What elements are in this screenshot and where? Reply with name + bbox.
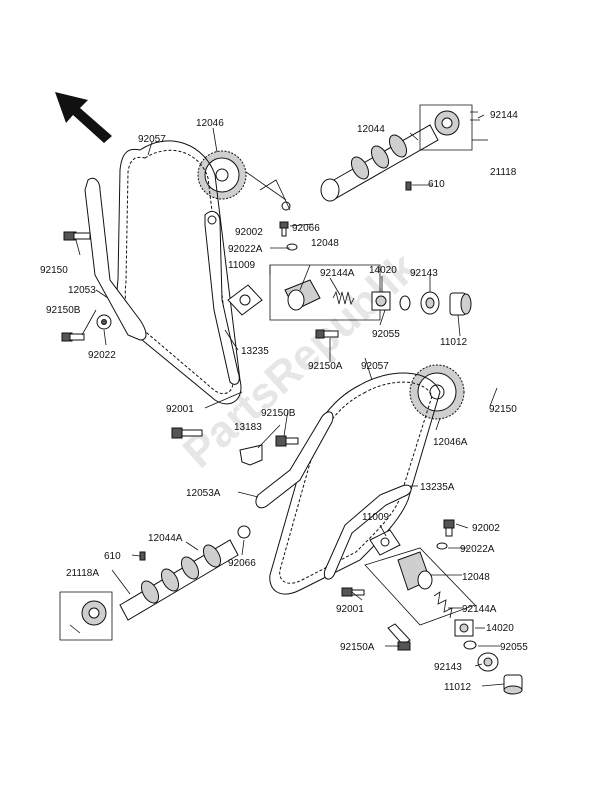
bolt-92150B-mid xyxy=(275,435,299,447)
bracket-13183 xyxy=(239,444,263,466)
label-12048: 12048 xyxy=(311,238,339,249)
cap-14020-upper xyxy=(371,291,391,311)
gasket-11009-upper xyxy=(227,284,263,316)
label-92150: 92150 xyxy=(40,265,68,276)
camshaft-lower xyxy=(119,539,239,621)
label-92144A: 92144A xyxy=(320,268,355,279)
gasket-11009-lower xyxy=(369,529,401,556)
tensioner-guide-lower xyxy=(323,484,412,580)
bolt-92150A-upper xyxy=(315,329,339,339)
label-92057-lower: 92057 xyxy=(361,361,389,372)
bolt-92002-lower xyxy=(443,519,455,537)
ball-92066 xyxy=(281,201,291,211)
label-92066-lower: 92066 xyxy=(228,558,256,569)
label-12044: 12044 xyxy=(357,124,385,135)
label-92143: 92143 xyxy=(410,268,438,279)
direction-arrow-icon xyxy=(55,92,112,143)
label-92002: 92002 xyxy=(235,227,263,238)
tensioner-lower xyxy=(397,551,433,591)
dowel-pin-upper xyxy=(405,181,412,191)
cap-11012-upper xyxy=(449,292,472,316)
label-92143-lower: 92143 xyxy=(434,662,462,673)
label-12046: 12046 xyxy=(196,118,224,129)
label-92022A: 92022A xyxy=(228,244,263,255)
ball-92066-lower xyxy=(237,525,251,539)
label-92001-lower: 92001 xyxy=(336,604,364,615)
cap-14020-lower xyxy=(454,619,474,637)
label-92066: 92066 xyxy=(292,223,320,234)
label-12053A: 12053A xyxy=(186,488,221,499)
label-92055-lower: 92055 xyxy=(500,642,528,653)
label-92001: 92001 xyxy=(166,404,194,415)
bolt-92150-upper xyxy=(63,231,91,241)
label-11012-lower: 11012 xyxy=(444,682,472,693)
label-14020-lower: 14020 xyxy=(486,623,514,634)
label-14020: 14020 xyxy=(369,265,397,276)
label-610: 610 xyxy=(428,179,445,190)
spring-92144A-upper xyxy=(332,290,355,306)
label-12048-lower: 12048 xyxy=(462,572,490,583)
cap-11012-lower xyxy=(503,674,523,695)
washer-92022A-lower xyxy=(436,542,448,550)
label-92150B-mid: 92150B xyxy=(261,408,296,419)
label-21118: 21118 xyxy=(490,167,517,178)
label-12044A: 12044A xyxy=(148,533,183,544)
label-13235: 13235 xyxy=(241,346,269,357)
cam-chain-upper xyxy=(116,140,242,405)
chain-guide-upper xyxy=(84,177,147,341)
label-92150A: 92150A xyxy=(308,361,343,372)
collar-92143-lower xyxy=(477,652,499,672)
o-ring-92055-lower xyxy=(463,640,477,650)
collar-92143-upper xyxy=(420,291,440,315)
leader-lines xyxy=(75,114,505,687)
label-92144A-lower: 92144A xyxy=(462,604,497,615)
label-92150B: 92150B xyxy=(46,305,81,316)
cam-sprocket-upper xyxy=(197,150,247,200)
label-11012: 11012 xyxy=(440,337,468,348)
cam-sprocket-lower xyxy=(409,364,465,420)
label-92002-lower: 92002 xyxy=(472,523,500,534)
label-92055: 92055 xyxy=(372,329,400,340)
label-92057: 92057 xyxy=(138,134,166,145)
bolt-92002-upper xyxy=(279,221,289,237)
label-12053: 12053 xyxy=(68,285,96,296)
label-92022: 92022 xyxy=(88,350,116,361)
dowel-pin-lower xyxy=(139,551,146,561)
bolt-92001-upper xyxy=(171,427,203,439)
label-11009: 11009 xyxy=(228,260,256,271)
label-21118A: 21118A xyxy=(66,568,99,579)
part-labels: 92057 12046 12044 92144 21118 610 92002 … xyxy=(40,110,528,693)
chain-guide-lower xyxy=(255,411,334,509)
washer-92022A-upper xyxy=(286,243,298,251)
label-13183: 13183 xyxy=(234,422,262,433)
cam-cap-upper xyxy=(419,104,480,151)
label-92144: 92144 xyxy=(490,110,518,121)
tensioner-upper xyxy=(284,279,321,311)
camshaft-upper xyxy=(320,124,439,202)
label-92150A-lower: 92150A xyxy=(340,642,375,653)
label-13235A: 13235A xyxy=(420,482,455,493)
washer-92022 xyxy=(96,314,112,330)
cam-cap-lower xyxy=(59,591,113,641)
bolt-92150B-upper xyxy=(61,332,85,342)
label-92022A-lower: 92022A xyxy=(460,544,495,555)
o-ring-92055-upper xyxy=(399,295,411,311)
label-92150-right: 92150 xyxy=(489,404,517,415)
bolt-92001-lower xyxy=(341,587,365,597)
label-610-lower: 610 xyxy=(104,551,121,562)
label-11009-lower: 11009 xyxy=(362,512,390,523)
label-12046A: 12046A xyxy=(433,437,468,448)
tensioner-guide-upper xyxy=(204,211,240,385)
